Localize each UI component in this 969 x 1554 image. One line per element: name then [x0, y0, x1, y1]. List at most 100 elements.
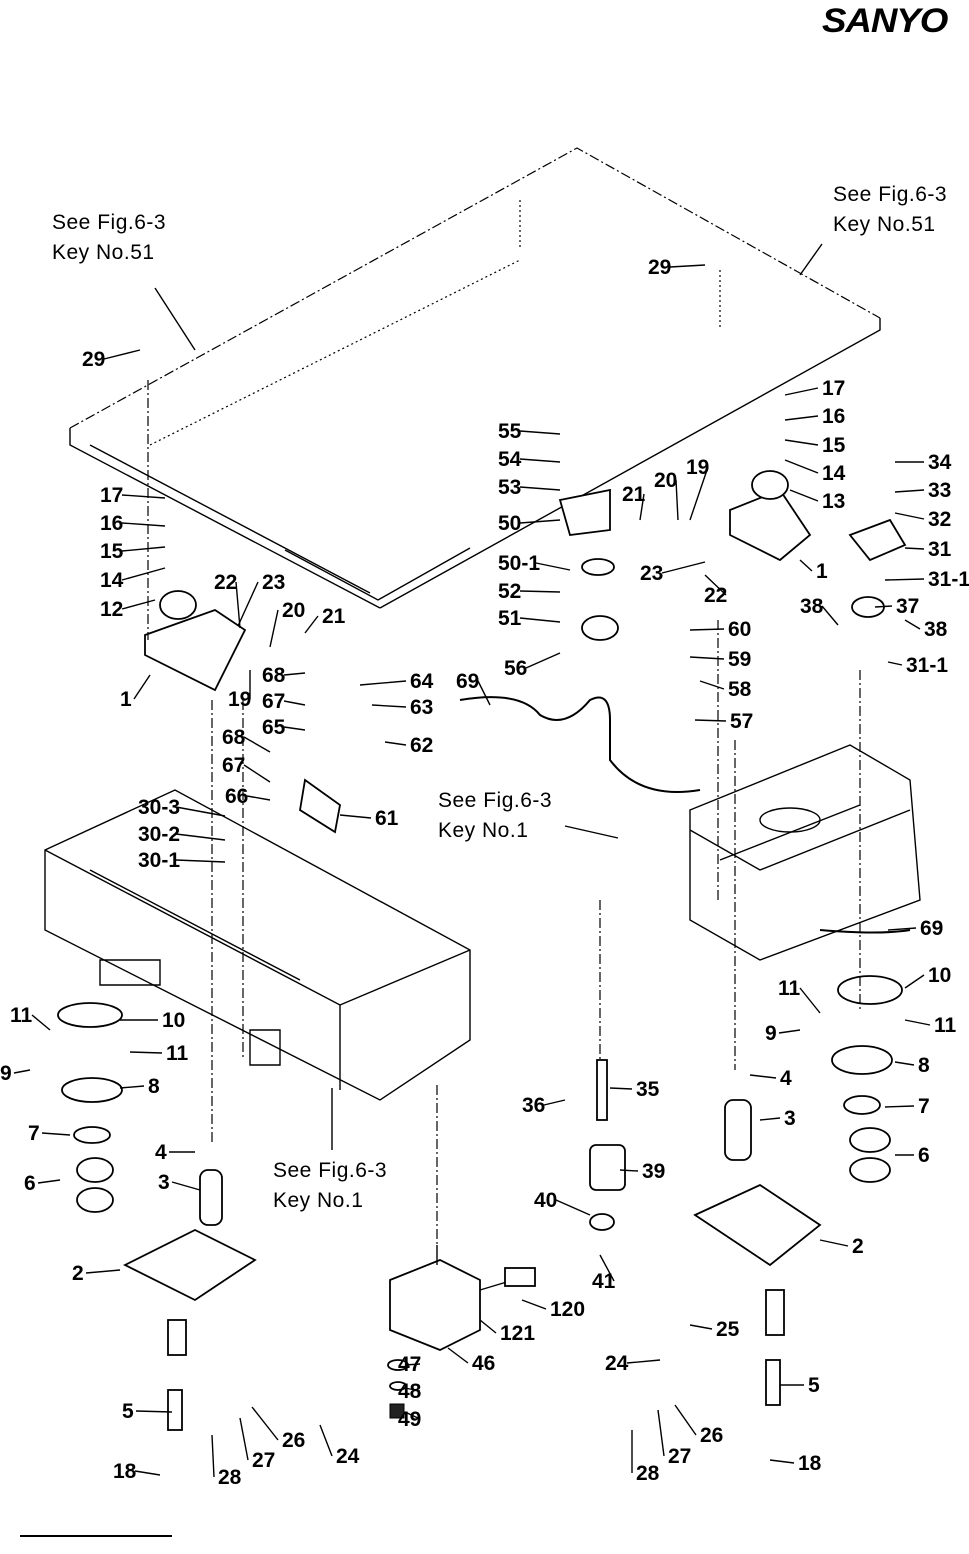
- callout-leader: [689, 1324, 713, 1330]
- callout-number: 47: [398, 1353, 421, 1376]
- callout-number: 35: [636, 1078, 660, 1101]
- callout-leader: [689, 656, 725, 660]
- callout-leader: [689, 628, 725, 631]
- callout-leader: [894, 512, 925, 520]
- callout-leader: [237, 581, 259, 627]
- callout-number: 61: [375, 807, 399, 830]
- callout-number: 24: [605, 1352, 629, 1375]
- callout-leader: [235, 581, 241, 629]
- callout-number: 121: [500, 1322, 535, 1345]
- callout-leader: [269, 609, 279, 648]
- reference-line: See Fig.6-3: [273, 1159, 388, 1182]
- right-base-frame: [689, 744, 921, 961]
- callout-leader: [171, 1181, 201, 1191]
- callout-leader: [519, 590, 561, 593]
- callout-number: 5: [808, 1374, 820, 1397]
- callout-leader: [135, 1410, 173, 1413]
- callout-leader: [479, 1319, 497, 1334]
- callout-number: 40: [534, 1189, 557, 1212]
- callout-leader: [519, 486, 561, 491]
- callout-leader: [359, 680, 407, 686]
- callout-number: 21: [622, 483, 646, 506]
- callout-number: 67: [222, 754, 245, 777]
- callout-number: 50: [498, 512, 521, 535]
- callout-leader: [674, 1404, 697, 1436]
- callout-leader: [535, 562, 571, 571]
- callout-number: 8: [148, 1075, 160, 1098]
- callout-number: 69: [920, 917, 943, 940]
- callout-leader: [626, 1359, 661, 1364]
- callout-number: 33: [928, 479, 951, 502]
- callout-number: 34: [928, 451, 952, 474]
- callout-leader: [243, 764, 271, 783]
- callout-number: 66: [225, 785, 248, 808]
- callout-number: 4: [780, 1067, 792, 1090]
- callout-leader: [904, 1019, 931, 1026]
- leader-line: [564, 825, 619, 839]
- center-line: [436, 900, 601, 1245]
- callout-leader: [704, 574, 727, 596]
- callout-number: 10: [928, 964, 951, 987]
- callout-number: 27: [252, 1449, 275, 1472]
- left-base-frame: [44, 789, 471, 1101]
- callout-leader: [404, 1411, 421, 1420]
- callout-leader: [894, 489, 925, 493]
- callout-leader: [175, 859, 226, 863]
- footer-rule: [20, 1535, 172, 1537]
- callout-number: 9: [0, 1062, 12, 1085]
- callout-number: 37: [896, 595, 919, 618]
- callout-number: 30-2: [138, 823, 180, 846]
- callout-number: 6: [918, 1144, 930, 1167]
- callout-leader: [519, 617, 561, 623]
- center-line: [717, 620, 861, 1070]
- callout-leader: [384, 741, 407, 746]
- reference-line: See Fig.6-3: [833, 183, 948, 206]
- callout-leader: [749, 1074, 777, 1079]
- callout-number: 38: [924, 618, 948, 641]
- callout-number: 2: [852, 1235, 864, 1258]
- callout-number: 25: [716, 1318, 740, 1341]
- motor-assembly: [387, 1245, 536, 1419]
- callout-number: 56: [504, 657, 527, 680]
- callout-number: 26: [700, 1424, 723, 1447]
- callout-number: 14: [822, 462, 846, 485]
- callout-number: 15: [822, 434, 846, 457]
- callout-number: 11: [778, 977, 801, 1000]
- reference-note-bottom: See Fig.6-3 Key No.1: [273, 1156, 387, 1216]
- callout-leader: [119, 1085, 145, 1089]
- callout-leader: [521, 1299, 547, 1310]
- callout-number: 16: [822, 405, 845, 428]
- reference-note-mid: See Fig.6-3 Key No.1: [438, 786, 552, 846]
- callout-number: 5: [122, 1400, 134, 1423]
- callout-number: 11: [934, 1014, 957, 1037]
- callout-leader: [447, 1347, 469, 1364]
- callout-number: 15: [100, 540, 124, 563]
- callout-leader: [904, 619, 921, 630]
- callout-number: 17: [822, 377, 845, 400]
- callout-number: 31-1: [928, 568, 969, 591]
- callout-number: 7: [28, 1122, 40, 1145]
- callout-number: 58: [728, 678, 752, 701]
- callout-leader: [799, 987, 821, 1014]
- callout-number: 22: [704, 584, 727, 607]
- callout-leader: [784, 459, 819, 474]
- upper-bearing-parts: [144, 470, 907, 834]
- callout-leader: [477, 680, 491, 706]
- callout-number: 21: [322, 605, 346, 628]
- callout-leaders: [13, 264, 931, 1478]
- callout-number: 20: [282, 599, 305, 622]
- callout-leader: [175, 806, 226, 817]
- callout-leader: [37, 1179, 61, 1184]
- callout-number: 53: [498, 476, 521, 499]
- callout-number: 29: [82, 348, 105, 371]
- callout-leader: [819, 1239, 849, 1247]
- leader-line: [154, 287, 196, 351]
- callout-number: 52: [498, 580, 521, 603]
- callout-number: 38: [800, 595, 824, 618]
- reference-line: Key No.51: [833, 213, 936, 236]
- callout-number: 48: [398, 1380, 422, 1403]
- callout-number: 49: [398, 1408, 421, 1431]
- callout-leader: [404, 1363, 421, 1366]
- callout-number: 20: [654, 469, 677, 492]
